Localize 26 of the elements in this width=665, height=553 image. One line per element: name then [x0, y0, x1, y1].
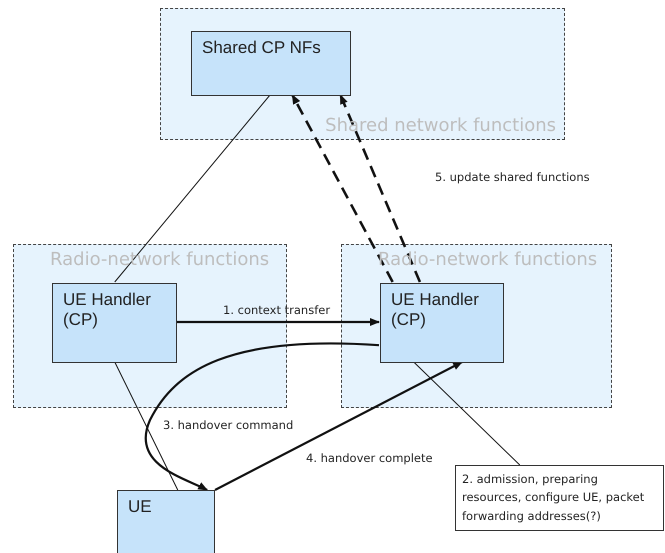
- component-name: UE Handler (CP): [391, 290, 480, 331]
- connector-line: [114, 94, 270, 282]
- component-box: [380, 283, 504, 363]
- arrow: [144, 342, 380, 491]
- component-name: UE Handler (CP): [63, 290, 152, 331]
- arrow: [291, 94, 394, 283]
- edge-label: 3. handover command: [162, 418, 294, 432]
- arrow: [214, 361, 463, 491]
- edge-label: 1. context transfer: [222, 303, 332, 317]
- component-box: [52, 283, 177, 363]
- step-note: 5. update shared functions: [435, 170, 590, 184]
- group-title: Shared network functions: [325, 115, 556, 136]
- dashed-group-area: [160, 8, 565, 140]
- note-box: [455, 465, 664, 531]
- component-name: Shared CP NFs: [202, 38, 321, 58]
- dashed-group-area: [341, 244, 612, 408]
- connector-line: [114, 362, 178, 490]
- arrow: [176, 318, 380, 326]
- arrow: [339, 94, 422, 282]
- note-text: 2. admission, preparing resources, configure UE, packet forwarding addresses(?): [462, 471, 646, 525]
- component-name: UE: [128, 497, 152, 518]
- leader-line: [413, 362, 520, 466]
- edge-label: 4. handover complete: [305, 451, 434, 465]
- dashed-group-area: [13, 244, 287, 408]
- component-box: [117, 490, 215, 553]
- component-box: [191, 31, 351, 96]
